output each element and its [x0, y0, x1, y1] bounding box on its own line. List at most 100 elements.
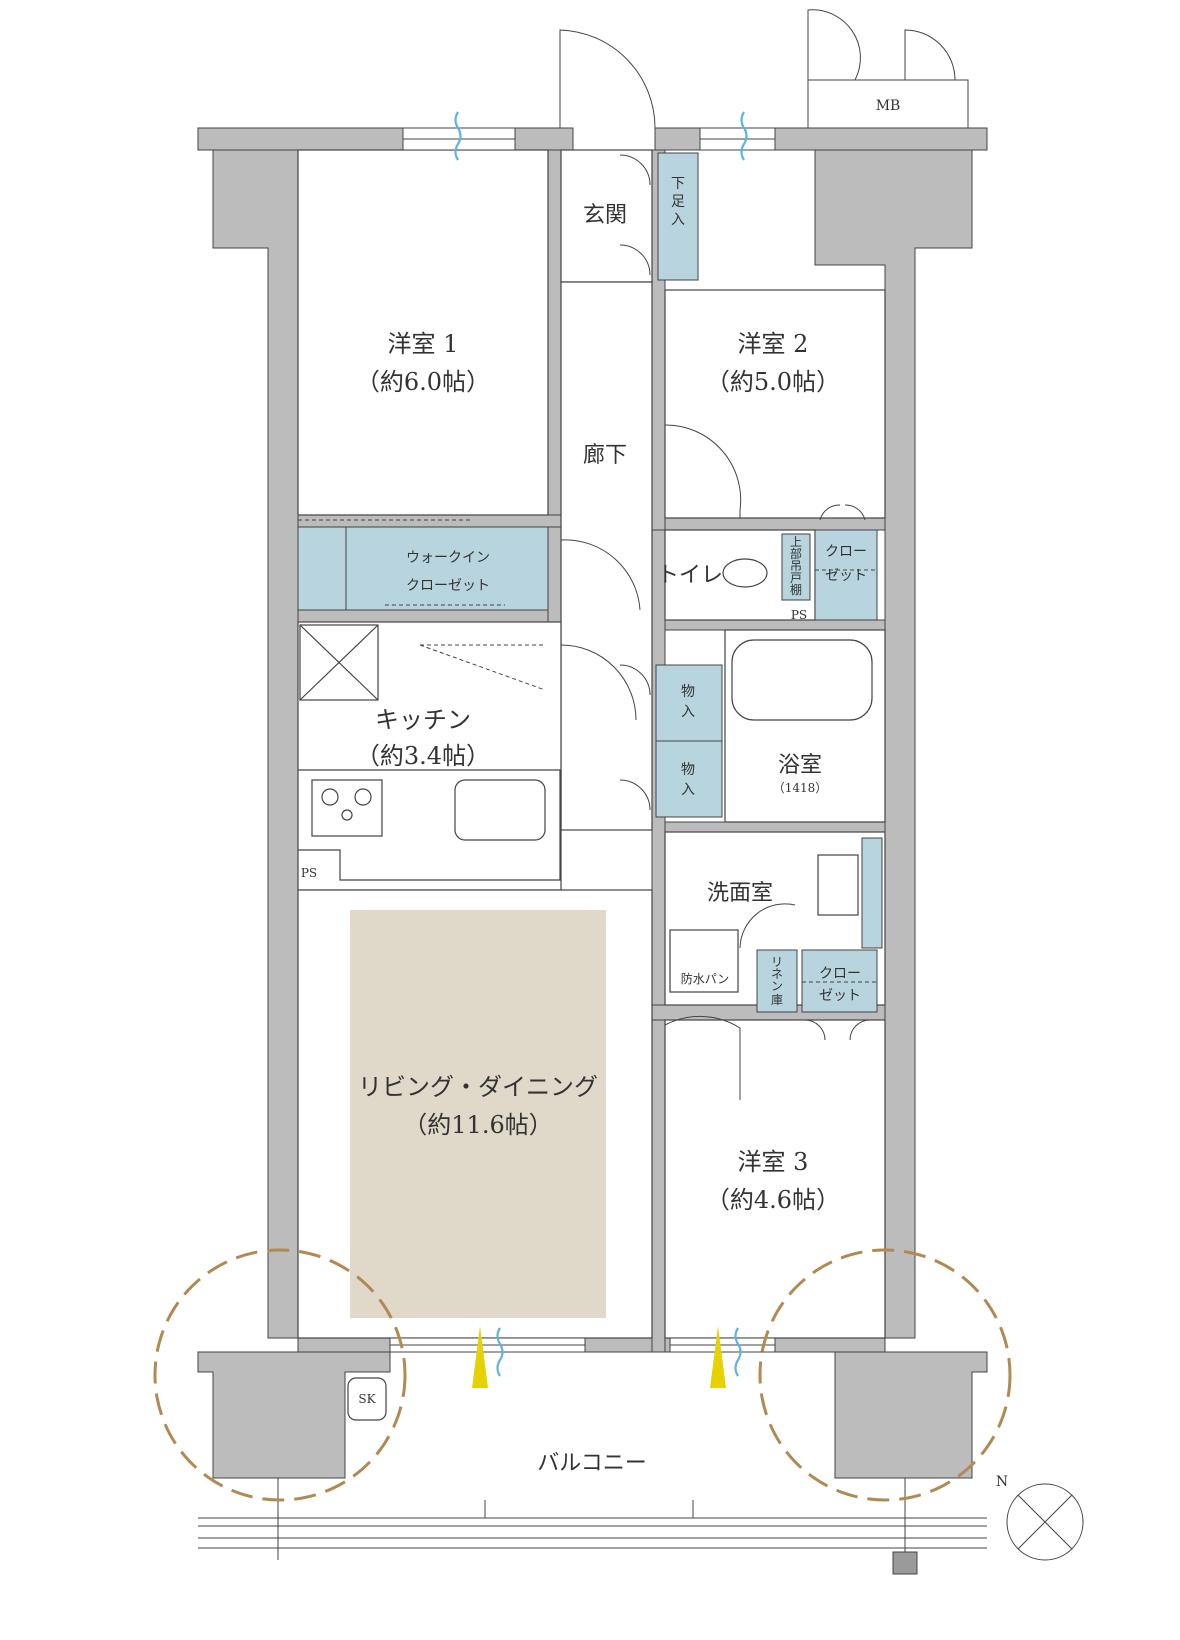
- bedroom2-name: 洋室 2: [738, 330, 809, 358]
- fixtures: [298, 558, 873, 1421]
- top-wall-left: [197, 127, 404, 151]
- bathtub: [731, 639, 873, 721]
- kitchen-floor: [297, 621, 562, 891]
- waterproof-pan-box: [669, 929, 739, 993]
- upper-shelf-2: 部: [790, 546, 802, 561]
- storage-areas: [297, 152, 883, 1013]
- bottom-wall-left: [297, 1337, 391, 1353]
- hall-floor: [560, 281, 653, 831]
- vanity: [817, 854, 859, 916]
- wall-wic-right: [547, 526, 562, 623]
- storage-1: [655, 664, 723, 742]
- column-bottom-right: [834, 1351, 988, 1479]
- drain-box: [892, 1551, 918, 1575]
- mb-box: [807, 79, 969, 129]
- closet-b: [801, 949, 878, 1013]
- column-top-right: [814, 149, 973, 1339]
- doors: [559, 9, 956, 1100]
- closet-b-line2: ゼット: [819, 988, 861, 1004]
- washroom-label: 洗面室: [707, 881, 773, 906]
- linen-2: ネ: [771, 967, 783, 981]
- closet-a-line2: ゼット: [825, 568, 867, 584]
- bath-name: 浴室: [778, 753, 822, 778]
- top-wall-mid: [514, 127, 574, 151]
- top-wall-entry: [654, 127, 701, 151]
- linen-storage: [756, 949, 798, 1013]
- wall-hall-left: [547, 149, 562, 516]
- sk-label: SK: [358, 1392, 376, 1406]
- entrance-floor: [560, 149, 653, 283]
- upper-shelf-4: 戸: [790, 571, 802, 585]
- bottom-wall-right: [774, 1337, 886, 1353]
- bath-floor: [724, 629, 886, 823]
- bedroom2-size: （約5.0帖）: [706, 368, 840, 396]
- closet-b-line1: クロー: [819, 966, 861, 982]
- trees: [153, 1248, 1012, 1502]
- wic-main: [345, 526, 549, 611]
- upper-shelf: [781, 533, 811, 601]
- shoe-storage-2: 足: [671, 194, 685, 210]
- mb-label: MB: [876, 98, 901, 114]
- sk-sink: [347, 1377, 387, 1421]
- tree-left: [153, 1248, 407, 1502]
- wall-bath-bottom: [664, 821, 886, 833]
- light-markers: [472, 1326, 726, 1388]
- shoe-storage-1: 下: [671, 176, 685, 192]
- ps-kitchen-label: PS: [301, 866, 317, 880]
- toilet-label: トイレ: [657, 563, 723, 588]
- shoe-storage: [657, 152, 699, 281]
- waterproof-pan-label: 防水パン: [681, 971, 730, 986]
- wall-bath-top: [664, 619, 886, 631]
- sink: [454, 779, 546, 841]
- storage-2: [655, 740, 723, 818]
- bath-size: （1418）: [773, 781, 828, 795]
- bedroom1-name: 洋室 1: [388, 330, 459, 358]
- storage2-2: 入: [681, 782, 695, 798]
- wic-left: [297, 526, 347, 611]
- upper-shelf-3: 吊: [790, 559, 802, 573]
- stove-icon: [311, 779, 383, 837]
- bedroom3-floor: [664, 1019, 886, 1339]
- bedroom1-floor: [297, 149, 549, 516]
- top-wall-right: [774, 127, 988, 151]
- entrance-label: 玄関: [583, 203, 627, 228]
- storage1-1: 物: [681, 684, 695, 700]
- ldk-name: リビング・ダイニング: [358, 1073, 598, 1101]
- bedroom3-size: （約4.6帖）: [706, 1186, 840, 1214]
- linen-4: 庫: [771, 993, 783, 1007]
- fridge-space: [299, 624, 379, 701]
- dashed-lines: [298, 519, 877, 983]
- kitchen-size: （約3.4帖）: [356, 742, 490, 770]
- ps-toilet-label: PS: [791, 608, 807, 622]
- wall-toilet-top: [664, 517, 886, 531]
- shoe-storage-3: 入: [671, 212, 685, 228]
- closet-a: [814, 529, 878, 621]
- linen-3: ン: [771, 979, 783, 993]
- windows: [389, 127, 776, 1353]
- wall-wic-bottom: [297, 609, 562, 623]
- tree-right: [758, 1248, 1012, 1502]
- bedroom3-name: 洋室 3: [738, 1148, 809, 1176]
- closet-a-line1: クロー: [825, 544, 867, 560]
- hallway-label: 廊下: [583, 443, 627, 468]
- linen-1: リ: [771, 955, 783, 969]
- kitchen-counter: [298, 769, 561, 881]
- wall-bed3-left: [651, 1019, 666, 1353]
- wall-bed1-bottom: [297, 514, 562, 528]
- wash-shelf: [861, 837, 883, 949]
- bedroom2-floor: [664, 289, 886, 519]
- toilet-bowl: [722, 558, 768, 588]
- labels: 洋室 1 （約6.0帖） 洋室 2 （約5.0帖） 玄関 下 足 入 廊下 ウォ…: [301, 98, 1008, 1490]
- upper-shelf-5: 棚: [790, 582, 802, 597]
- compass: [1006, 1483, 1084, 1561]
- compass-north-label: N: [996, 1474, 1008, 1490]
- ldk-highlight: [350, 910, 606, 1318]
- storage2-1: 物: [681, 762, 695, 778]
- storage1-2: 入: [681, 704, 695, 720]
- kitchen-name: キッチン: [375, 706, 471, 734]
- upper-shelf-1: 上: [790, 535, 802, 549]
- column-bottom-left: [197, 1351, 391, 1479]
- bedroom1-size: （約6.0帖）: [356, 368, 490, 396]
- balcony-label: バルコニー: [537, 1451, 647, 1476]
